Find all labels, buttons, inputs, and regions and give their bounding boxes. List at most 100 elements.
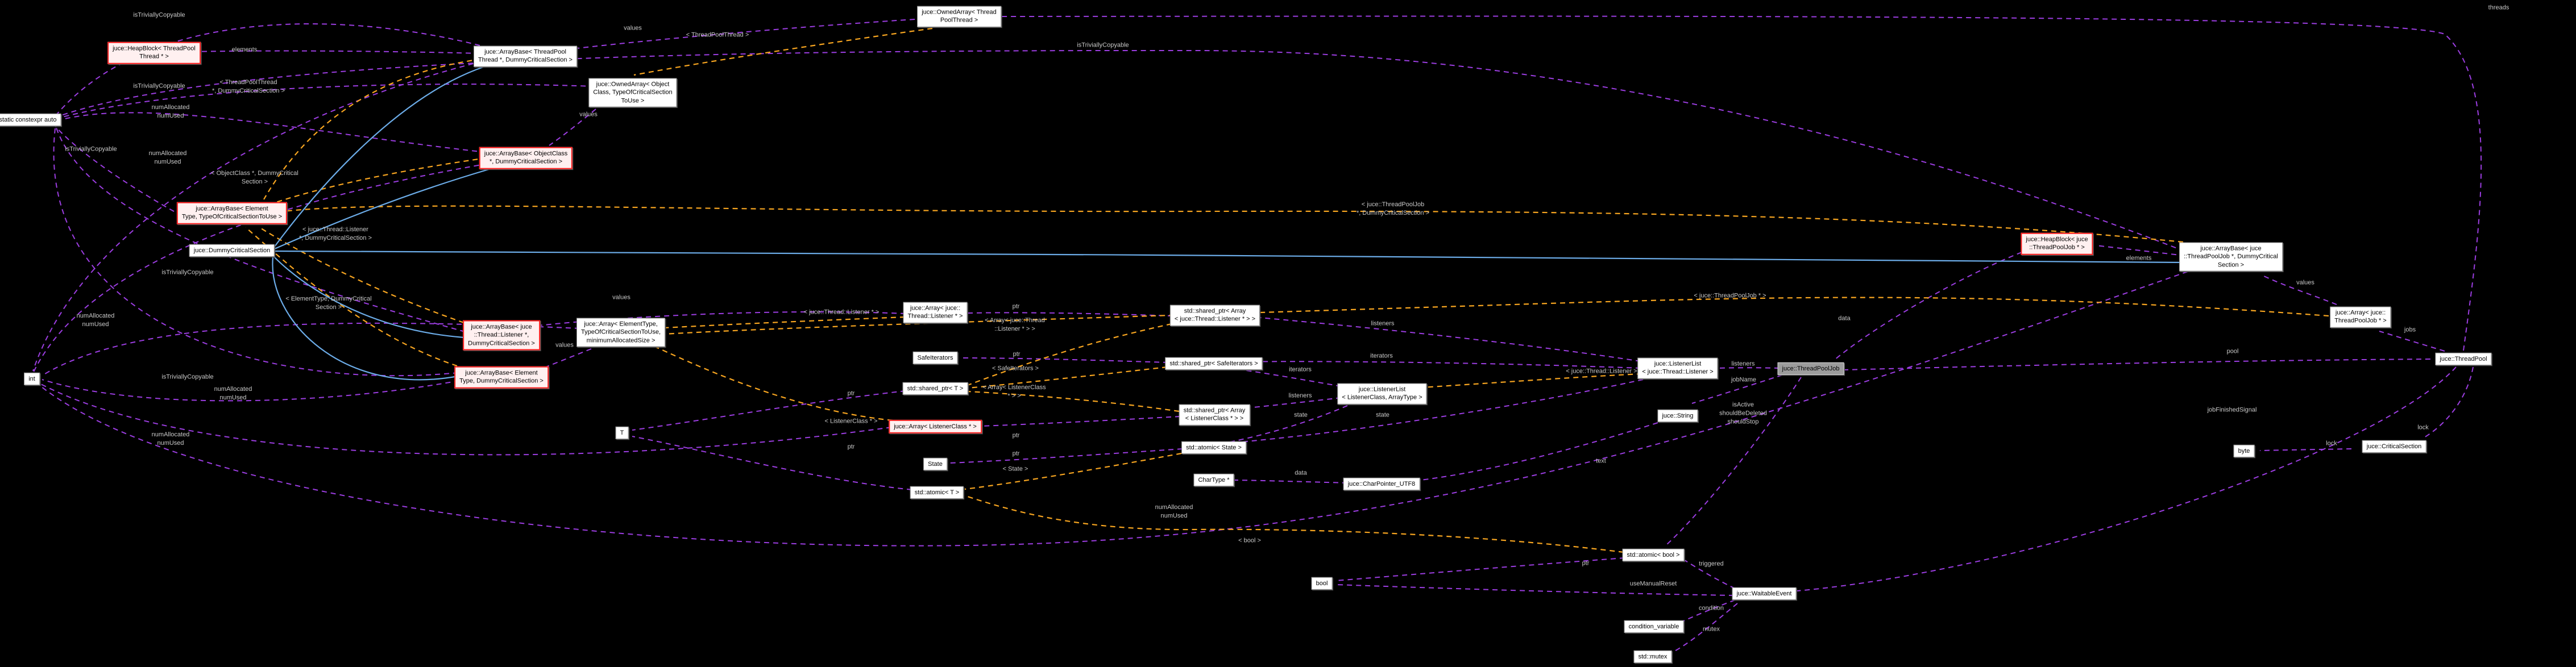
edge-label: numAllocated numUsed	[151, 104, 190, 119]
usage-edge	[40, 383, 892, 456]
usage-edge	[2095, 245, 2186, 256]
edge-label: values	[579, 111, 598, 118]
usage-edge	[549, 109, 596, 146]
class-node-arraybase-threadpoolthread[interactable]: juce::ArrayBase< ThreadPool Thread *, Du…	[474, 45, 577, 67]
edge-label: text	[1596, 457, 1606, 465]
usage-edge	[632, 390, 906, 431]
class-node-arraybase-elementtype-dcs[interactable]: juce::ArrayBase< Element Type, DummyCrit…	[454, 366, 549, 389]
usage-edge	[32, 61, 483, 372]
usage-edge	[980, 416, 1181, 427]
edge-label: iterators	[1289, 366, 1312, 373]
edge-label: ptr	[1582, 560, 1590, 567]
edge-label: state	[1294, 411, 1308, 419]
class-node-static-constexpr-auto[interactable]: static constexpr auto	[0, 113, 61, 127]
class-node-ownedarray-objectclass[interactable]: juce::OwnedArray< Object Class, TypeOfCr…	[588, 78, 677, 107]
class-node-byte[interactable]: byte	[2233, 444, 2255, 458]
class-node-atomic-state[interactable]: std::atomic< State >	[1181, 441, 1246, 455]
edge-label: < juce::Thread::Listener >	[1566, 368, 1637, 375]
template-instantiation-edge	[964, 452, 1182, 490]
edge-label: < Array< ListenerClass * > >	[982, 384, 1046, 399]
class-node-heapblock-threadpooljob[interactable]: juce::HeapBlock< juce ::ThreadPoolJob * …	[2021, 232, 2093, 255]
class-node-array-thread-listener[interactable]: juce::Array< juce:: Thread::Listener * >	[903, 302, 968, 323]
class-node-safeiterators[interactable]: SafeIterators	[912, 351, 958, 365]
class-node-atomic-t[interactable]: std::atomic< T >	[910, 486, 964, 499]
usage-edge	[55, 126, 182, 216]
template-instantiation-edge	[245, 227, 458, 367]
edge-label: listeners	[1371, 320, 1395, 327]
edge-label: listeners	[1731, 360, 1755, 368]
edge-label: isTriviallyCopyable	[133, 11, 185, 19]
class-node-shared-ptr-t[interactable]: std::shared_ptr< T >	[902, 382, 968, 395]
class-node-condition-variable[interactable]: condition_variable	[1624, 620, 1684, 633]
class-node-array-listenerclass[interactable]: juce::Array< ListenerClass * >	[889, 419, 982, 434]
class-node-arraybase-objectclass[interactable]: juce::ArrayBase< ObjectClass *, DummyCri…	[479, 147, 573, 169]
class-node-t-param[interactable]: T	[615, 426, 629, 440]
class-node-waitableevent[interactable]: juce::WaitableEvent	[1732, 587, 1797, 601]
class-node-listenerlist-thread-listener[interactable]: juce::ListenerList < juce::Thread::Liste…	[1637, 357, 1718, 379]
class-node-arraybase-thread-listener[interactable]: juce::ArrayBase< juce ::Thread::Listener…	[463, 320, 540, 351]
class-node-int[interactable]: int	[24, 372, 40, 386]
edge-label: values	[2296, 279, 2314, 286]
edge-label: threads	[2488, 4, 2509, 11]
template-instantiation-edge	[259, 227, 464, 324]
class-node-threadpooljob[interactable]: juce::ThreadPoolJob	[1777, 362, 1844, 376]
class-node-shared-ptr-array-thread-listener[interactable]: std::shared_ptr< Array < juce::Thread::L…	[1169, 305, 1260, 326]
usage-edge	[1335, 584, 1735, 596]
class-node-charpointer-utf8[interactable]: juce::CharPointer_UTF8	[1343, 477, 1420, 491]
edge-label: numAllocated numUsed	[1155, 504, 1193, 519]
edge-label: data	[1838, 315, 1851, 322]
usage-edge	[42, 379, 460, 402]
class-node-heapblock-threadpoolthread[interactable]: juce::HeapBlock< ThreadPool Thread * >	[107, 41, 201, 64]
usage-edge	[1259, 317, 1641, 362]
class-node-threadpool[interactable]: juce::ThreadPool	[2435, 352, 2492, 366]
usage-edge	[57, 112, 487, 153]
class-node-criticalsection[interactable]: juce::CriticalSection	[2362, 440, 2426, 453]
edge-label: lock	[2417, 424, 2429, 431]
edge-label: numAllocated numUsed	[151, 431, 190, 447]
edge-label: ptr	[847, 390, 855, 397]
class-node-state[interactable]: State	[923, 457, 947, 471]
class-node-shared-ptr-safeiterators[interactable]: std::shared_ptr< SafeIterators >	[1165, 357, 1263, 370]
inheritance-edge	[274, 66, 484, 247]
edge-label: numAllocated numUsed	[148, 150, 187, 165]
edge-label: < ThreadPoolThread *, DummyCriticalSecti…	[211, 79, 285, 94]
edge-label: isTriviallyCopyable	[1077, 41, 1129, 49]
usage-edge	[32, 163, 488, 374]
edge-label: data	[1295, 469, 1307, 477]
edge-label: < State >	[1002, 465, 1028, 473]
usage-edge	[948, 448, 1183, 464]
class-node-shared-ptr-array-listenerclass[interactable]: std::shared_ptr< Array < ListenerClass *…	[1179, 404, 1250, 426]
usage-edge	[1834, 252, 2022, 361]
class-node-array-threadpooljob[interactable]: juce::Array< juce:: ThreadPoolJob * >	[2330, 306, 2391, 328]
usage-edge	[1672, 603, 1738, 653]
edge-label: < juce::Thread::Listener *, DummyCritica…	[298, 226, 372, 241]
class-node-atomic-bool[interactable]: std::atomic< bool >	[1622, 548, 1685, 562]
class-node-bool[interactable]: bool	[1311, 577, 1333, 590]
usage-edge	[542, 348, 592, 369]
edge-label: mutex	[1703, 626, 1720, 633]
edge-label: iterators	[1370, 352, 1393, 360]
class-node-ownedarray-threadpoolthread[interactable]: juce::OwnedArray< Thread PoolThread >	[917, 6, 1001, 27]
edge-label: condition	[1698, 605, 1724, 612]
class-node-dummycriticalsection[interactable]: juce::DummyCriticalSection	[189, 244, 275, 257]
class-node-juce-string[interactable]: juce::String	[1657, 409, 1698, 423]
usage-edge	[2424, 366, 2474, 438]
usage-edge	[192, 50, 480, 54]
usage-edge	[2262, 275, 2337, 305]
inheritance-edge	[274, 168, 490, 250]
class-node-chartype-ptr[interactable]: CharType *	[1193, 473, 1234, 487]
class-node-arraybase-elementtype-tocstu[interactable]: juce::ArrayBase< Element Type, TypeOfCri…	[176, 202, 288, 224]
class-node-arraybase-threadpooljob[interactable]: juce::ArrayBase< juce ::ThreadPoolJob *,…	[2179, 242, 2283, 272]
edge-label: ptr	[1012, 303, 1020, 310]
class-node-listenerlist-listenerclass[interactable]: juce::ListenerList < ListenerClass, Arra…	[1337, 383, 1427, 405]
edge-label: < Array< juce::Thread ::Listener * > >	[985, 317, 1045, 332]
class-node-std-mutex[interactable]: std::mutex	[1633, 650, 1672, 664]
usage-edge	[1234, 480, 1348, 483]
usage-edge	[572, 18, 924, 49]
usage-edge	[56, 127, 466, 332]
class-node-array-elementtype[interactable]: juce::Array< ElementType, TypeOfCritical…	[576, 318, 665, 347]
template-instantiation-edge	[967, 366, 1168, 389]
edge-label: < juce::Thread::Listener * >	[803, 309, 880, 316]
